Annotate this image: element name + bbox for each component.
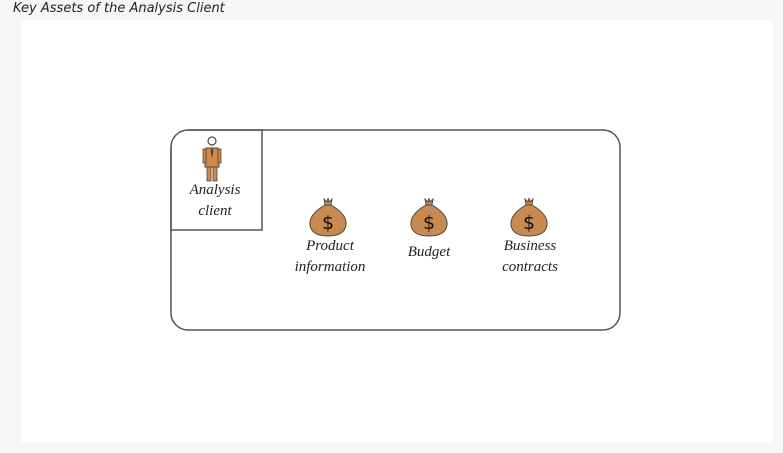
asset-label-line2: contracts xyxy=(502,259,558,275)
asset-label-line1: Business xyxy=(503,238,557,254)
asset-label-budget: Budget xyxy=(389,242,469,263)
businessman-icon xyxy=(202,136,222,182)
actor-label: Analysis client xyxy=(174,180,256,222)
asset-label-line1: Product xyxy=(306,238,354,254)
asset-label-line1: Budget xyxy=(407,244,451,260)
asset-label-line2: information xyxy=(294,259,366,275)
svg-text:$: $ xyxy=(423,212,435,234)
money-bag-icon: $ xyxy=(410,197,448,237)
assets-diagram: $ $ $ xyxy=(170,129,621,331)
svg-text:$: $ xyxy=(523,212,535,234)
actor-compartment xyxy=(170,129,263,231)
money-bag-icon: $ xyxy=(510,197,548,237)
figure-caption: Key Assets of the Analysis Client xyxy=(13,1,225,16)
asset-label-product-information: Product information xyxy=(280,236,380,278)
diagram-panel: $ $ $ Analysis client Product informatio… xyxy=(21,20,773,443)
actor-label-line2: client xyxy=(198,203,232,219)
asset-label-business-contracts: Business contracts xyxy=(485,236,575,278)
svg-text:$: $ xyxy=(322,212,334,234)
actor-label-line1: Analysis xyxy=(189,182,241,198)
money-bag-icon: $ xyxy=(309,197,347,237)
